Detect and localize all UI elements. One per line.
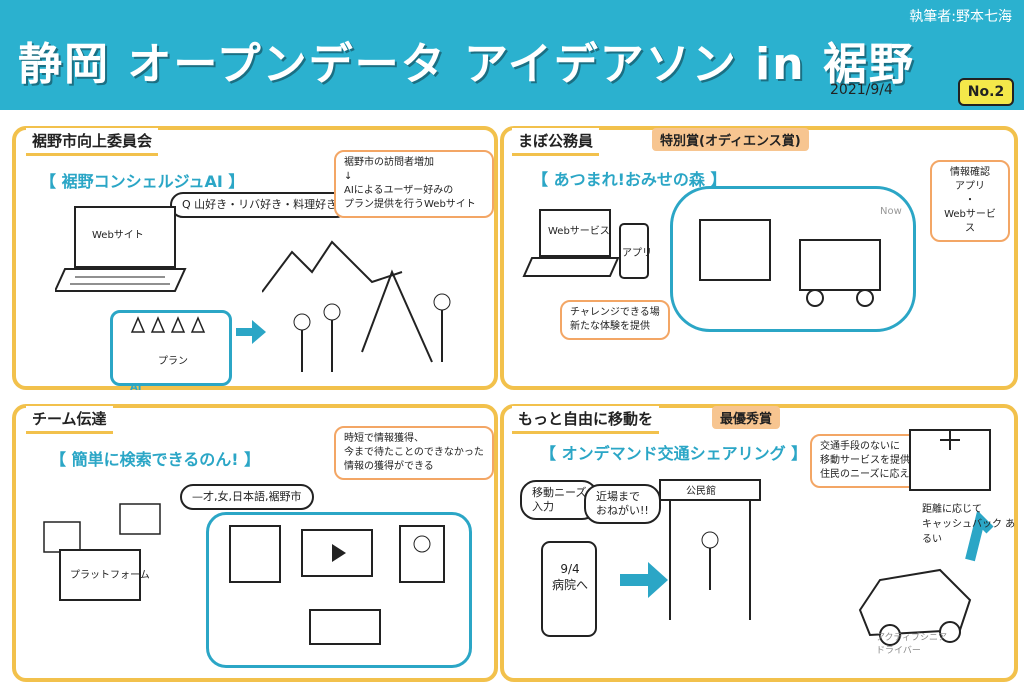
document-stack-illustration (43, 503, 161, 601)
panel3-title: チーム伝達 (26, 406, 113, 434)
panel1-title: 裾野市向上委員会 (26, 128, 159, 156)
driver-label: アクティブシニア ドライバー (876, 633, 948, 656)
cashback-text: 距離に応じて キャッシュバック あるい (922, 504, 1016, 545)
laptop-label: Webサイト (92, 230, 144, 241)
laptop-icon (55, 206, 187, 292)
laptop-phone-icon (522, 209, 649, 279)
mountain-scene-illustration (262, 240, 451, 372)
panel3-bubble: —才,女,日本語,裾野市 (180, 484, 314, 510)
web-service-label: Webサービス (548, 226, 610, 237)
date-label: 2021/9/4 (830, 82, 893, 98)
shop-scene-frame (670, 186, 916, 332)
tree-icons (130, 316, 206, 333)
panel1-note: 裾野市の訪問者増加 ↓ AIによるユーザー好みの プラン提供を行うWebサイト (334, 150, 494, 218)
page-title: 静岡 オープンデータ アイデアソン in 裾野 (18, 39, 915, 90)
panel4-title: もっと自由に移動を (512, 406, 660, 434)
panel3-subtitle: 【 簡単に検索できるのん! 】 (50, 450, 261, 469)
community-hall-illustration (659, 479, 761, 620)
panel2-award-tag: 特別賞(オディエンス賞) (652, 128, 809, 151)
shop-scene-illustration (699, 219, 881, 307)
community-hall-label: 公民館 (686, 486, 716, 497)
header-banner (0, 0, 1024, 110)
arrow-icon (236, 320, 266, 344)
platform-label: プラットフォーム (70, 570, 150, 581)
phone-text: 9/4 病院へ (551, 562, 588, 592)
plan-card (110, 310, 232, 386)
panel4-award-tag: 最優秀賞 (712, 406, 781, 429)
panel2-note-bottom: チャレンジできる場 新たな体験を提供 (560, 300, 670, 340)
panel4-bubble-mid: 近場まで おねがい!! (584, 484, 661, 524)
panel1-subtitle: 【 裾野コンシェルジュAI 】 (40, 172, 245, 191)
content-illustration (229, 525, 445, 645)
plan-label: プラン (158, 356, 188, 367)
hospital-car-illustration (858, 429, 994, 646)
smartphone-icon (541, 541, 597, 637)
panel2-note-right: 情報確認 アプリ ・ Webサービス (930, 160, 1010, 242)
content-frame (206, 512, 472, 668)
panel2-title: まぼ公務員 (512, 128, 600, 156)
app-label: アプリ (622, 248, 652, 259)
panel2-subtitle: 【 あつまれ!おみせの森 】 (532, 170, 727, 189)
panel4-subtitle: 【 オンデマンド交通シェアリング 】 (540, 444, 808, 463)
panel3-note: 時短で情報獲得、 今まで待たことのできなかった 情報の獲得ができる (334, 426, 494, 480)
page-number-badge: No.2 (958, 78, 1014, 106)
author-label: 執筆者:野本七海 (909, 9, 1012, 25)
panel1-bubble: Q 山好き・リバ好き・料理好き (170, 192, 350, 218)
ai-label: AI (130, 382, 142, 393)
now-label: Now (880, 206, 902, 217)
arrow-icon (620, 562, 668, 598)
